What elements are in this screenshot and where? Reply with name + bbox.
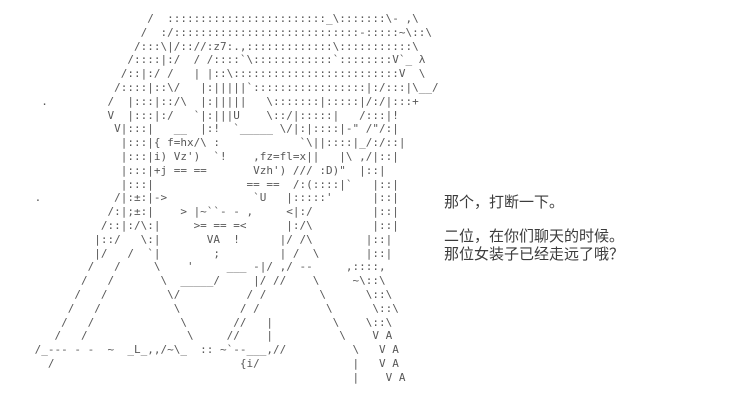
dialogue-block-second: 二位，在你们聊天的时候。 那位女装子已经走远了哦？ bbox=[444, 228, 624, 264]
dialogue-line-3: 那位女装子已经走远了哦？ bbox=[444, 246, 625, 263]
ascii-art-character: / ::::::::::::::::::::::::_\:::::::\- ,\… bbox=[34, 12, 439, 384]
dialogue-line-1: 那个，打断一下。 bbox=[444, 194, 565, 211]
dialogue-line-2: 二位，在你们聊天的时候。 bbox=[444, 228, 625, 245]
dialogue-block-first: 那个，打断一下。 bbox=[444, 194, 564, 212]
